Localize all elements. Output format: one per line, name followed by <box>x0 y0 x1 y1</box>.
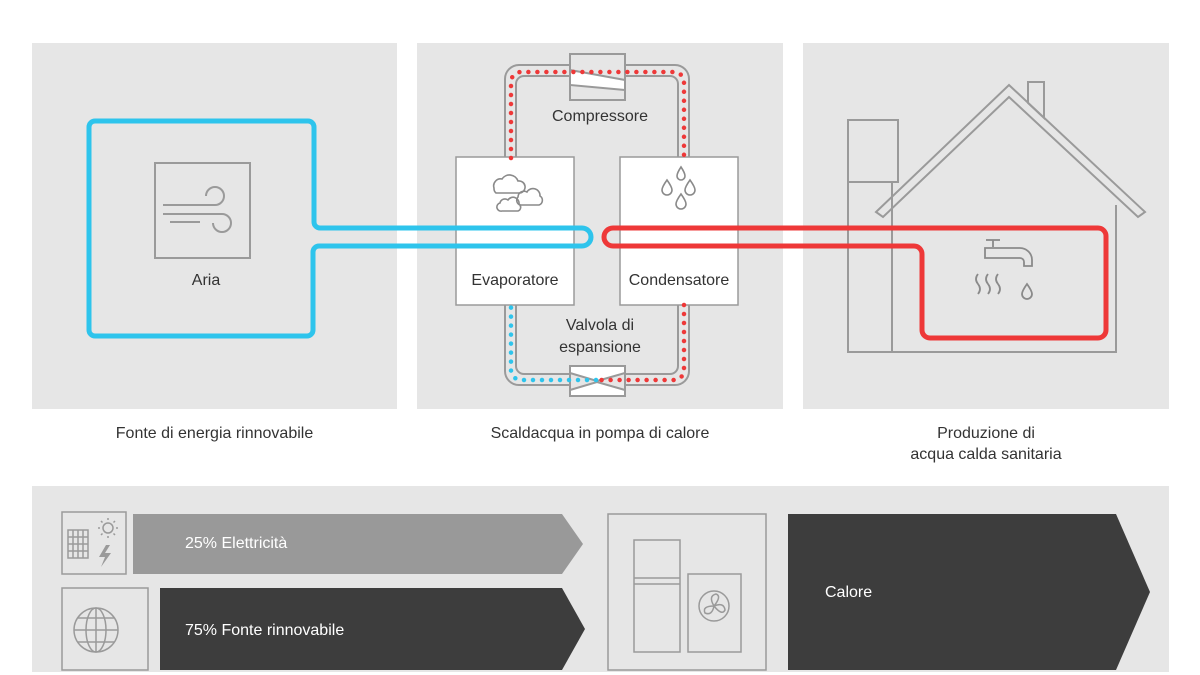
renewable-arrow <box>160 588 585 670</box>
globe-icon <box>61 587 149 671</box>
caption-hot-water-line2: acqua calda sanitaria <box>910 446 1062 463</box>
house-icon <box>847 81 1147 353</box>
caption-renewable-source: Fonte di energia rinnovabile <box>115 425 314 442</box>
clouds-icon <box>492 174 544 212</box>
cold-liquid-flow <box>508 302 599 383</box>
cold-circuit-line <box>86 118 594 339</box>
solar-panel-icon <box>61 511 127 575</box>
lightning-icon <box>99 545 111 567</box>
evaporator-label: Evaporatore <box>471 272 559 289</box>
sun-icon <box>98 518 118 538</box>
renewable-label: 75% Fonte rinnovabile <box>185 622 345 639</box>
caption-heat-pump: Scaldacqua in pompa di calore <box>490 425 710 442</box>
compressor-icon <box>569 53 626 101</box>
air-label: Aria <box>191 272 221 289</box>
hot-gas-flow <box>508 69 687 161</box>
caption-hot-water: Produzione di acqua calda sanitaria <box>803 423 1169 465</box>
faucet-icon <box>975 239 1033 300</box>
hot-liquid-flow <box>597 302 687 383</box>
condenser-label: Condensatore <box>628 272 730 289</box>
valve-label-line2: espansione <box>559 339 641 356</box>
condenser-box <box>619 156 739 306</box>
valve-label-line1: Valvola di <box>565 317 635 334</box>
compressor-label: Compressore <box>551 108 649 125</box>
fan-icon <box>687 573 742 653</box>
heat-label: Calore <box>825 584 873 601</box>
hot-circuit-line <box>601 225 1109 341</box>
evaporator-box <box>455 156 575 306</box>
droplets-icon <box>661 165 696 210</box>
wind-icon <box>154 162 251 259</box>
electricity-label: 25% Elettricità <box>185 535 288 552</box>
appliance-icon <box>607 513 767 671</box>
electricity-arrow <box>133 514 583 574</box>
heat-arrow <box>788 514 1150 670</box>
caption-hot-water-line1: Produzione di <box>937 425 1035 442</box>
fridge-icon <box>633 539 681 653</box>
